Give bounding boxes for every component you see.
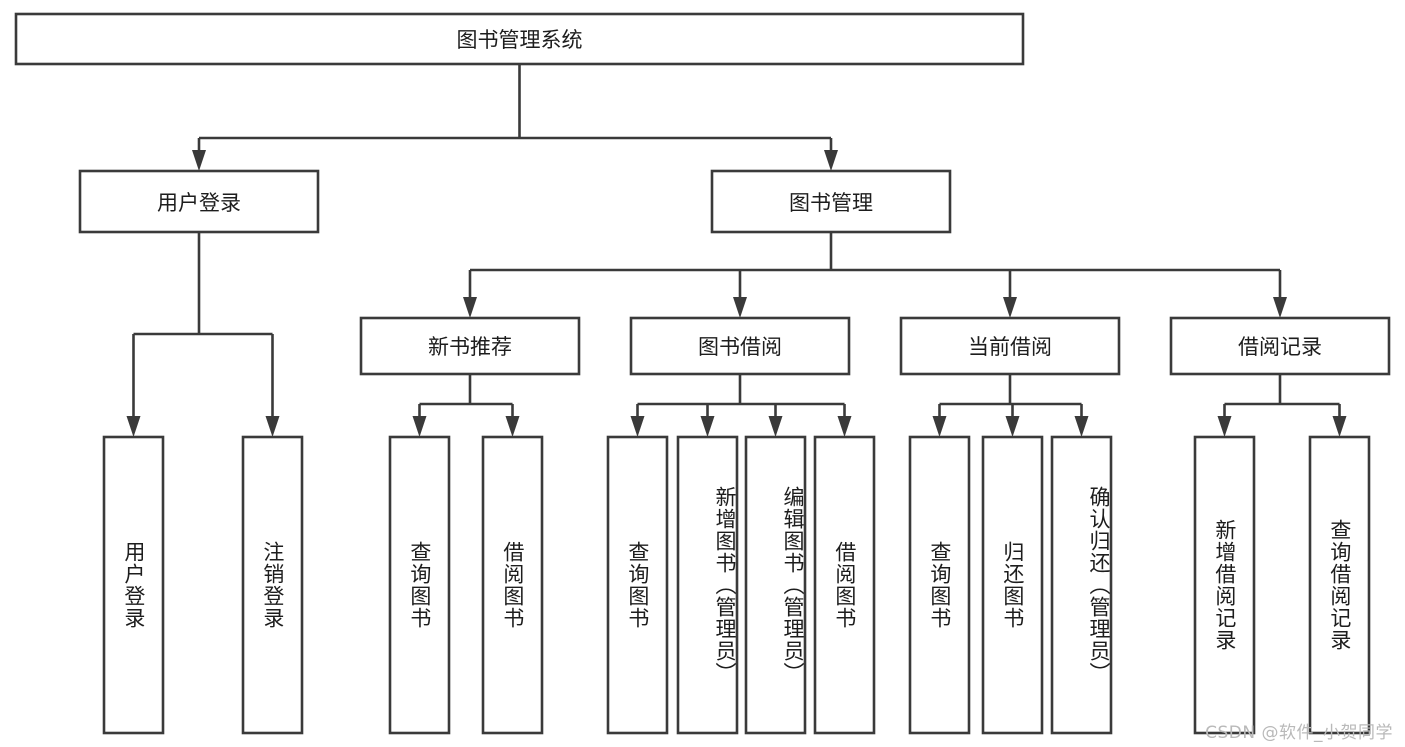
arrow-head-leaf-query-book-1	[412, 416, 427, 437]
arrow-head-user-login	[192, 150, 206, 171]
arrow-head-leaf-confirm-return	[1074, 416, 1089, 437]
arrow-head-leaf-return-book	[1005, 416, 1020, 437]
node-box-user-login[interactable]	[78, 169, 320, 234]
arrow-head-current-borrow	[1003, 297, 1017, 318]
node-box-leaf-borrow-book-1[interactable]	[481, 435, 544, 735]
node-box-book-borrow[interactable]	[629, 316, 851, 376]
node-box-leaf-query-book-2[interactable]	[606, 435, 669, 735]
arrow-head-book-manage	[824, 150, 838, 171]
node-box-leaf-query-record[interactable]	[1308, 435, 1371, 735]
arrow-head-leaf-user-logout	[265, 416, 280, 437]
csdn-watermark: CSDN @软件_小贺同学	[1205, 723, 1393, 743]
node-box-book-manage[interactable]	[710, 169, 952, 234]
node-box-borrow-record[interactable]	[1169, 316, 1391, 376]
arrow-head-leaf-add-record	[1217, 416, 1232, 437]
node-box-leaf-edit-book[interactable]	[744, 435, 807, 735]
arrow-head-book-borrow	[733, 297, 747, 318]
arrow-head-leaf-query-record	[1332, 416, 1347, 437]
node-box-leaf-user-login[interactable]	[102, 435, 165, 735]
node-box-leaf-add-book[interactable]	[676, 435, 739, 735]
node-box-leaf-borrow-book-2[interactable]	[813, 435, 876, 735]
arrow-head-leaf-add-book	[700, 416, 715, 437]
node-box-layer	[14, 12, 1391, 735]
connector-layer	[126, 64, 1347, 437]
arrow-head-new-book-rec	[463, 297, 477, 318]
node-box-leaf-user-logout[interactable]	[241, 435, 304, 735]
node-box-leaf-query-book-3[interactable]	[908, 435, 971, 735]
node-box-current-borrow[interactable]	[899, 316, 1121, 376]
node-box-leaf-confirm-return[interactable]	[1050, 435, 1113, 735]
node-box-new-book-rec[interactable]	[359, 316, 581, 376]
arrow-head-borrow-record	[1273, 297, 1287, 318]
node-box-root[interactable]	[14, 12, 1025, 66]
arrow-head-leaf-user-login	[126, 416, 141, 437]
arrow-head-leaf-borrow-book-1	[505, 416, 520, 437]
node-box-leaf-return-book[interactable]	[981, 435, 1044, 735]
node-box-leaf-query-book-1[interactable]	[388, 435, 451, 735]
arrow-head-leaf-borrow-book-2	[837, 416, 852, 437]
arrow-head-leaf-edit-book	[768, 416, 783, 437]
arrow-head-leaf-query-book-2	[630, 416, 645, 437]
node-box-leaf-add-record[interactable]	[1193, 435, 1256, 735]
arrow-head-leaf-query-book-3	[932, 416, 947, 437]
